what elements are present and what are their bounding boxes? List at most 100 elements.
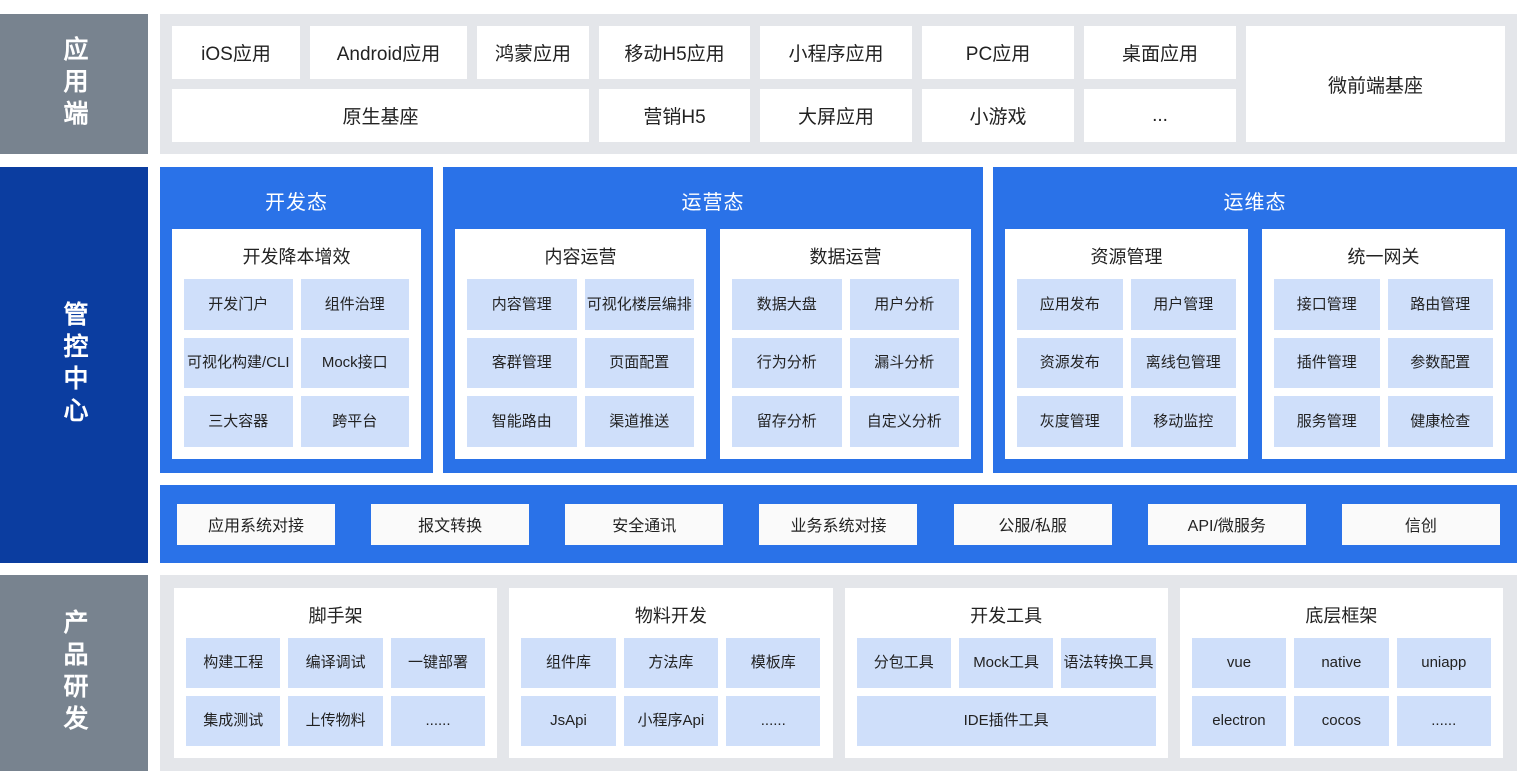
app-card-micro-frontend-base[interactable]: 微前端基座 <box>1246 26 1505 142</box>
rd-card-scaffold: 脚手架 构建工程 编译调试 一键部署 集成测试 上传物料 ...... <box>174 588 498 758</box>
rd-card-material-development-tiles: 组件库 方法库 模板库 JsApi 小程序Api ...... <box>521 638 821 746</box>
state-maintenance-title: 运维态 <box>1223 192 1287 214</box>
app-card-desktop[interactable]: 桌面应用 <box>1084 26 1236 79</box>
rd-card-material-development-title: 物料开发 <box>634 606 707 626</box>
tile-dev-portal[interactable]: 开发门户 <box>184 279 293 330</box>
app-card-harmony[interactable]: 鸿蒙应用 <box>477 26 589 79</box>
tile-build-project[interactable]: 构建工程 <box>186 638 281 688</box>
integration-item-public-private-service[interactable]: 公服/私服 <box>953 503 1112 545</box>
rd-card-base-framework-title: 底层框架 <box>1305 606 1378 626</box>
tile-framework-more[interactable]: ...... <box>1396 696 1491 746</box>
tile-plugin-management[interactable]: 插件管理 <box>1274 337 1380 389</box>
rail-product-rd: 产品研发 <box>0 575 148 771</box>
tile-scaffold-more[interactable]: ...... <box>390 696 486 746</box>
tile-parameter-config[interactable]: 参数配置 <box>1387 337 1493 389</box>
app-card-android[interactable]: Android应用 <box>310 26 467 79</box>
rail-control-center: 管控中心 <box>0 167 148 563</box>
integration-item-xinchuang[interactable]: 信创 <box>1341 503 1500 545</box>
panel-dev-efficiency: 开发降本增效 开发门户 组件治理 可视化构建/CLI Mock接口 三大容器 跨… <box>172 229 421 459</box>
tile-syntax-conversion-tool[interactable]: 语法转换工具 <box>1061 638 1156 688</box>
tile-service-management[interactable]: 服务管理 <box>1274 396 1380 447</box>
tile-template-library[interactable]: 模板库 <box>726 638 821 688</box>
tile-custom-analysis[interactable]: 自定义分析 <box>849 396 959 447</box>
tile-visual-floor-layout[interactable]: 可视化楼层编排 <box>584 279 694 330</box>
tile-route-management[interactable]: 路由管理 <box>1387 279 1493 330</box>
tile-cross-platform[interactable]: 跨平台 <box>300 396 409 447</box>
tile-channel-push[interactable]: 渠道推送 <box>584 396 694 447</box>
product-rd-band: 脚手架 构建工程 编译调试 一键部署 集成测试 上传物料 ...... 物料开发… <box>160 575 1517 771</box>
tile-interface-management[interactable]: 接口管理 <box>1274 279 1380 330</box>
tile-material-more[interactable]: ...... <box>726 696 821 746</box>
tile-content-management[interactable]: 内容管理 <box>467 279 577 330</box>
tile-uniapp[interactable]: uniapp <box>1396 638 1491 688</box>
tile-user-analysis[interactable]: 用户分析 <box>849 279 959 330</box>
integration-item-message-conversion[interactable]: 报文转换 <box>371 503 530 545</box>
app-card-more[interactable]: ... <box>1084 89 1236 142</box>
tile-electron[interactable]: electron <box>1191 696 1287 746</box>
tile-app-release[interactable]: 应用发布 <box>1017 279 1123 330</box>
tile-miniprogram-api[interactable]: 小程序Api <box>623 696 719 746</box>
tile-method-library[interactable]: 方法库 <box>623 638 719 688</box>
panel-data-operations: 数据运营 数据大盘 用户分析 行为分析 漏斗分析 留存分析 自定义分析 <box>720 229 971 459</box>
tile-one-click-deploy[interactable]: 一键部署 <box>390 638 486 688</box>
tile-data-dashboard[interactable]: 数据大盘 <box>732 279 842 330</box>
panel-data-operations-tiles: 数据大盘 用户分析 行为分析 漏斗分析 留存分析 自定义分析 <box>732 279 959 447</box>
tile-offline-package-management[interactable]: 离线包管理 <box>1130 337 1236 389</box>
app-card-mobile-h5[interactable]: 移动H5应用 <box>599 26 750 79</box>
tile-behavior-analysis[interactable]: 行为分析 <box>732 337 842 389</box>
state-development-title: 开发态 <box>265 192 328 214</box>
tile-component-library[interactable]: 组件库 <box>521 638 616 688</box>
tile-ide-plugin-tool[interactable]: IDE插件工具 <box>856 696 1156 746</box>
app-card-pc[interactable]: PC应用 <box>922 26 1074 79</box>
application-grid: iOS应用 Android应用 鸿蒙应用 移动H5应用 小程序应用 PC应用 桌… <box>172 26 1505 142</box>
rd-card-material-development: 物料开发 组件库 方法库 模板库 JsApi 小程序Api ...... <box>509 588 833 758</box>
panel-resource-management: 资源管理 应用发布 用户管理 资源发布 离线包管理 灰度管理 移动监控 <box>1005 229 1248 459</box>
integration-item-secure-communication[interactable]: 安全通讯 <box>565 503 724 545</box>
tile-jsapi[interactable]: JsApi <box>521 696 616 746</box>
rd-card-dev-tools-tiles: 分包工具 Mock工具 语法转换工具 IDE插件工具 <box>856 638 1156 746</box>
integration-item-api-microservice[interactable]: API/微服务 <box>1147 503 1306 545</box>
app-card-marketing-h5[interactable]: 营销H5 <box>599 89 750 142</box>
tile-page-config[interactable]: 页面配置 <box>584 337 694 389</box>
panel-unified-gateway: 统一网关 接口管理 路由管理 插件管理 参数配置 服务管理 健康检查 <box>1262 229 1505 459</box>
app-card-mini-game[interactable]: 小游戏 <box>922 89 1074 142</box>
app-card-native-base[interactable]: 原生基座 <box>172 89 589 142</box>
tile-mobile-monitoring[interactable]: 移动监控 <box>1130 396 1236 447</box>
tile-upload-material[interactable]: 上传物料 <box>288 696 383 746</box>
integration-item-business-system-docking[interactable]: 业务系统对接 <box>759 503 918 545</box>
state-development: 开发态 开发降本增效 开发门户 组件治理 可视化构建/CLI Mock接口 三大… <box>160 167 433 473</box>
app-card-miniprogram[interactable]: 小程序应用 <box>760 26 912 79</box>
integration-item-app-system-docking[interactable]: 应用系统对接 <box>177 503 335 545</box>
tile-grayscale-management[interactable]: 灰度管理 <box>1017 396 1123 447</box>
tile-cocos[interactable]: cocos <box>1294 696 1389 746</box>
app-card-ios[interactable]: iOS应用 <box>172 26 300 79</box>
panel-content-operations-title: 内容运营 <box>544 247 617 267</box>
tile-mock-tool[interactable]: Mock工具 <box>958 638 1054 688</box>
rail-application-layer: 应用端 <box>0 14 148 154</box>
panel-dev-efficiency-title: 开发降本增效 <box>242 247 351 267</box>
tile-integration-test[interactable]: 集成测试 <box>186 696 281 746</box>
tile-retention-analysis[interactable]: 留存分析 <box>732 396 842 447</box>
tile-customer-group-management[interactable]: 客群管理 <box>467 337 577 389</box>
tile-three-containers[interactable]: 三大容器 <box>184 396 293 447</box>
tile-vue[interactable]: vue <box>1191 638 1287 688</box>
tile-subpackage-tool[interactable]: 分包工具 <box>856 638 951 688</box>
tile-mock-api[interactable]: Mock接口 <box>300 337 409 389</box>
app-card-large-screen[interactable]: 大屏应用 <box>760 89 912 142</box>
tile-resource-release[interactable]: 资源发布 <box>1017 337 1123 389</box>
tile-health-check[interactable]: 健康检查 <box>1387 396 1493 447</box>
panel-unified-gateway-tiles: 接口管理 路由管理 插件管理 参数配置 服务管理 健康检查 <box>1274 279 1493 447</box>
tile-funnel-analysis[interactable]: 漏斗分析 <box>849 337 959 389</box>
tile-smart-routing[interactable]: 智能路由 <box>467 396 577 447</box>
rd-card-dev-tools: 开发工具 分包工具 Mock工具 语法转换工具 IDE插件工具 <box>844 588 1168 758</box>
tile-component-governance[interactable]: 组件治理 <box>300 279 409 330</box>
panel-resource-management-tiles: 应用发布 用户管理 资源发布 离线包管理 灰度管理 移动监控 <box>1017 279 1236 447</box>
tile-user-management[interactable]: 用户管理 <box>1130 279 1236 330</box>
rd-card-base-framework: 底层框架 vue native uniapp electron cocos ..… <box>1179 588 1503 758</box>
tile-compile-debug[interactable]: 编译调试 <box>288 638 383 688</box>
panel-unified-gateway-title: 统一网关 <box>1347 247 1420 267</box>
tile-visual-build-cli[interactable]: 可视化构建/CLI <box>184 337 293 389</box>
tile-native[interactable]: native <box>1294 638 1389 688</box>
rd-card-scaffold-title: 脚手架 <box>308 606 363 626</box>
